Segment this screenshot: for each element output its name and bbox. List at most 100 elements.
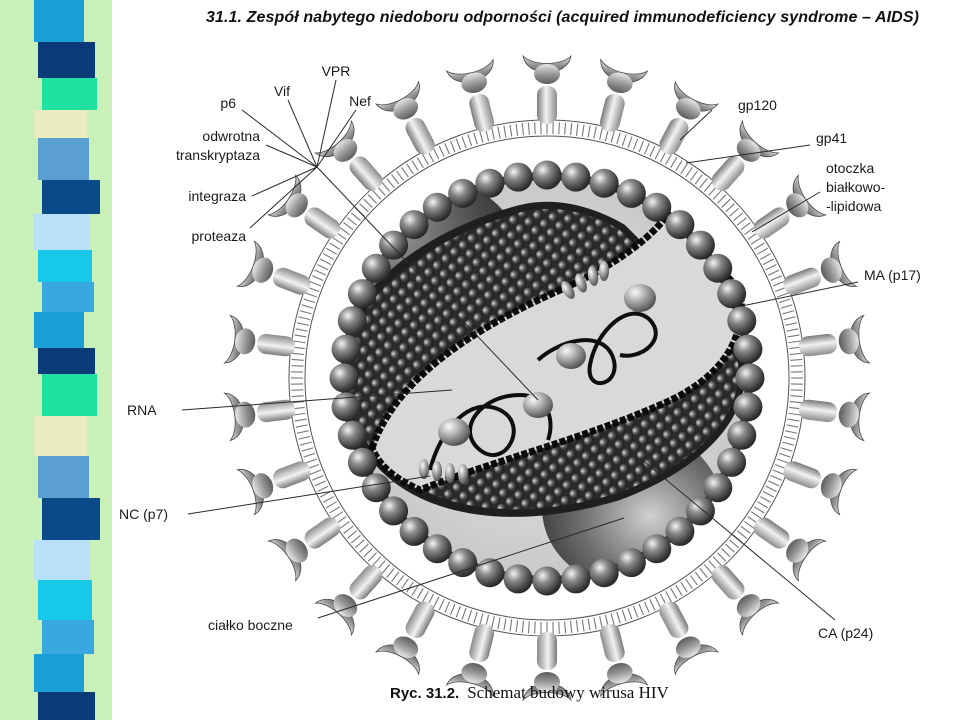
matrix-bead (665, 210, 695, 240)
strip-band (38, 456, 89, 498)
figure-caption: Ryc. 31.2. Schemat budowy wirusa HIV (390, 683, 669, 703)
matrix-bead (475, 168, 505, 198)
leader-lines (181, 79, 859, 621)
gp120-gp41-spike (798, 392, 871, 442)
strip-band (34, 0, 84, 42)
label-gp41: gp41 (816, 130, 847, 146)
label-gp120: gp120 (738, 97, 777, 113)
strip-band (42, 620, 94, 654)
matrix-bead (727, 420, 757, 450)
gp120-gp41-spike (599, 624, 649, 698)
gp120-gp41-spike (599, 58, 649, 132)
nucleocapsid-cluster-upper (561, 261, 609, 300)
protease-enzyme (556, 343, 586, 369)
label-reverse-transcriptase-line1: odwrotna (202, 128, 260, 144)
caption-number: Ryc. 31.2. (390, 685, 460, 702)
gp120-gp41-spike (223, 392, 296, 442)
label-capsid: CA (p24) (818, 625, 873, 641)
label-nef: Nef (349, 93, 371, 109)
caption-text: Schemat budowy wirusa HIV (467, 683, 669, 702)
gp120-gp41-spike (267, 517, 341, 582)
accessory-protein (624, 284, 656, 312)
matrix-bead (361, 473, 391, 503)
matrix-bead (347, 279, 377, 309)
strip-band (38, 42, 95, 78)
capsid-cavity (372, 214, 742, 490)
matrix-bead (448, 178, 478, 208)
matrix-bead (399, 516, 429, 546)
matrix-bead (561, 162, 591, 192)
strip-band (42, 498, 100, 540)
strip-band (34, 214, 90, 250)
matrix-bead (399, 210, 429, 240)
label-envelope-line3: -lipidowa (826, 198, 881, 214)
matrix-bead (703, 473, 733, 503)
matrix-bead (475, 558, 505, 588)
matrix-bead (642, 192, 672, 222)
matrix-bead (733, 392, 763, 422)
rna-strand-upper (536, 311, 658, 385)
gp120-gp41-spike (314, 119, 383, 191)
matrix-bead (379, 496, 409, 526)
label-integrase: integraza (188, 188, 246, 204)
gp120-gp41-spike (375, 80, 435, 155)
gp120-gp41-spike (753, 517, 827, 582)
strip-band (42, 374, 97, 416)
matrix-bead (331, 392, 361, 422)
matrix-bead (448, 548, 478, 578)
integrase-enzyme (523, 392, 553, 418)
matrix-bead (503, 564, 533, 594)
matrix-bead (337, 306, 367, 336)
gp120-gp41-spike (659, 601, 719, 676)
label-matrix: MA (p17) (864, 267, 921, 283)
reverse-transcriptase-enzyme (438, 418, 470, 446)
strip-band (42, 282, 94, 312)
label-p6: p6 (220, 95, 236, 111)
matrix-bead (703, 253, 733, 283)
gp120-gp41-spike (711, 119, 780, 191)
matrix-bead (589, 168, 619, 198)
matrix-bead (532, 566, 562, 596)
matrix-bead (642, 534, 672, 564)
page-title: 31.1. Zespół nabytego niedoboru odpornoś… (206, 9, 920, 26)
strip-band (38, 250, 92, 282)
strip-band (42, 78, 97, 110)
strip-band (38, 138, 89, 180)
matrix-bead (717, 447, 747, 477)
strip-band (34, 416, 87, 456)
strip-band (38, 348, 95, 374)
label-envelope-line2: białkowo- (826, 179, 885, 195)
matrix-bead (329, 363, 359, 393)
matrix-bead (561, 564, 591, 594)
strip-band (34, 110, 87, 138)
matrix-bead (616, 548, 646, 578)
matrix-bead (727, 306, 757, 336)
label-lateral-body: ciałko boczne (208, 617, 293, 633)
matrix-bead (532, 160, 562, 190)
gp120-gp41-spike (267, 174, 341, 239)
glycoprotein-spikes (223, 54, 871, 702)
strip-band (38, 692, 95, 720)
matrix-bead (616, 178, 646, 208)
gp120-gp41-spike (783, 240, 858, 295)
matrix-protein-ring (329, 160, 765, 596)
gp120-gp41-spike (711, 565, 780, 637)
label-protease: proteaza (192, 228, 247, 244)
matrix-bead (422, 534, 452, 564)
matrix-bead (733, 334, 763, 364)
strip-band (42, 180, 100, 214)
label-vif: Vif (274, 83, 290, 99)
matrix-bead (361, 253, 391, 283)
capsid-inner-wall (368, 208, 745, 494)
matrix-bead (422, 192, 452, 222)
gp120-gp41-spike (783, 461, 858, 516)
gp120-gp41-spike (522, 632, 572, 702)
label-rna: RNA (127, 402, 157, 418)
gp120-gp41-spike (659, 80, 719, 155)
matrix-bead (503, 162, 533, 192)
matrix-bead (337, 420, 367, 450)
strip-band (38, 580, 92, 620)
gp120-gp41-spike (375, 601, 435, 676)
matrix-bead (665, 516, 695, 546)
